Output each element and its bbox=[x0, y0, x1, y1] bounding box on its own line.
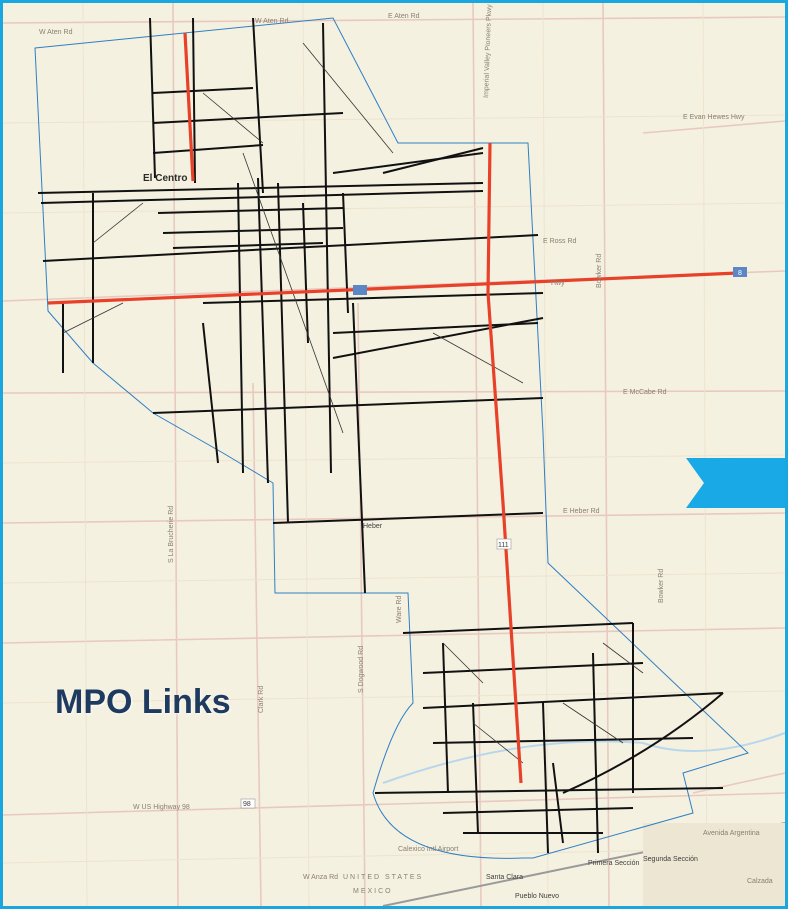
mpo-links bbox=[47, 32, 739, 784]
label-calexico-airport: Calexico Intl Airport bbox=[398, 846, 458, 853]
map-canvas[interactable]: W Aten Rd W Aten Rd E Aten Rd E Evan Hew… bbox=[3, 3, 785, 906]
label-i8: 8 bbox=[738, 270, 742, 277]
label-santa-clara: Santa Clara bbox=[486, 874, 523, 881]
label-e-ross-rd: E Ross Rd bbox=[543, 238, 577, 245]
interstate-8-shield-2 bbox=[733, 267, 747, 277]
label-imperial-valley-pkwy: Imperial Valley Pioneers Pkwy bbox=[483, 4, 493, 98]
thin-connectors bbox=[62, 42, 644, 764]
label-ware: Ware Rd bbox=[396, 596, 403, 623]
label-w-us-98: W US Highway 98 bbox=[133, 804, 190, 811]
label-calzada: Calzada bbox=[747, 878, 773, 885]
label-bowker-2: Bowker Rd bbox=[658, 569, 665, 603]
canal bbox=[382, 732, 785, 784]
label-w-aten-rd: W Aten Rd bbox=[39, 29, 73, 36]
basemap-roads bbox=[3, 3, 785, 906]
label-e-mccabe-rd: E McCabe Rd bbox=[623, 389, 667, 396]
interstate-8-shield-1 bbox=[353, 285, 367, 295]
label-e-aten-rd: E Aten Rd bbox=[388, 13, 420, 20]
calexico-urban bbox=[643, 823, 785, 906]
label-w-aten-rd-2: W Aten Rd bbox=[255, 18, 289, 25]
label-segunda-seccion: Segunda Sección bbox=[643, 856, 698, 863]
label-dogwood: S Dogwood Rd bbox=[358, 646, 365, 693]
chevron-arrow-icon[interactable] bbox=[686, 458, 788, 508]
label-e-heber-rd: E Heber Rd bbox=[563, 508, 600, 515]
map-title: MPO Links bbox=[55, 683, 231, 721]
basemap-minor-roads bbox=[3, 3, 785, 906]
label-bowker-1: Bowker Rd bbox=[596, 254, 603, 288]
label-hwy-111: 111 bbox=[498, 542, 509, 549]
label-la-brucherie: S La Brucherie Rd bbox=[168, 506, 175, 563]
label-hwy-98: 98 bbox=[243, 801, 251, 808]
label-avenida-argentina: Avenida Argentina bbox=[703, 830, 760, 837]
label-clark: Clark Rd bbox=[258, 686, 265, 713]
network-links bbox=[37, 17, 724, 854]
label-hwy: Hwy bbox=[551, 280, 565, 287]
label-mexico: MEXICO bbox=[353, 888, 393, 895]
label-heber: Heber bbox=[363, 523, 383, 530]
label-w-anza-rd: W Anza Rd bbox=[303, 874, 338, 881]
label-pueblo-nuevo: Pueblo Nuevo bbox=[515, 893, 559, 900]
label-united-states: UNITED STATES bbox=[343, 874, 423, 881]
label-primera-seccion: Primera Sección bbox=[588, 860, 639, 867]
hwy-98-shield bbox=[240, 798, 256, 809]
label-el-centro: El Centro bbox=[143, 173, 187, 184]
mpo-boundary bbox=[34, 17, 749, 859]
hwy-111-shield bbox=[496, 538, 512, 550]
label-e-evan-hewes: E Evan Hewes Hwy bbox=[683, 114, 745, 121]
